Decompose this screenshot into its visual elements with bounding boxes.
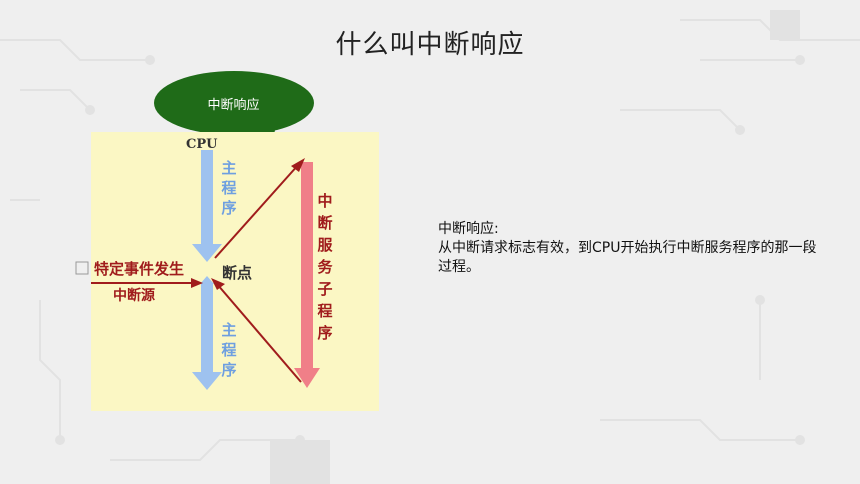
- main-program-arrow-bottom: [192, 276, 222, 390]
- jump-to-service-line: [214, 163, 300, 259]
- event-label: 特定事件发生: [94, 260, 185, 278]
- description-body: 从中断请求标志有效，到CPU开始执行中断服务程序的那一段过程。: [438, 240, 817, 275]
- interrupt-diagram: CPU 主程序 主程序 中断服务子程序 特定事件发生 中断源 断点: [91, 132, 379, 411]
- slide-title: 什么叫中断响应: [335, 30, 525, 60]
- breakpoint-label: 断点: [222, 264, 253, 282]
- service-routine-label: 中断服务子程序: [317, 192, 333, 342]
- callout-label: 中断响应: [207, 98, 260, 113]
- interrupt-source-label: 中断源: [113, 288, 155, 304]
- description-heading: 中断响应:: [438, 221, 499, 237]
- description-block: 中断响应: 从中断请求标志有效，到CPU开始执行中断服务程序的那一段过程。: [438, 220, 818, 277]
- service-routine-arrow: [294, 162, 320, 388]
- diagram-arrows: [91, 150, 320, 390]
- main-program-arrow-top: [192, 150, 222, 262]
- cpu-label: CPU: [186, 137, 218, 152]
- return-line: [216, 283, 302, 383]
- main-program-label-bottom: 主程序: [221, 321, 237, 379]
- main-program-label-top: 主程序: [221, 159, 237, 217]
